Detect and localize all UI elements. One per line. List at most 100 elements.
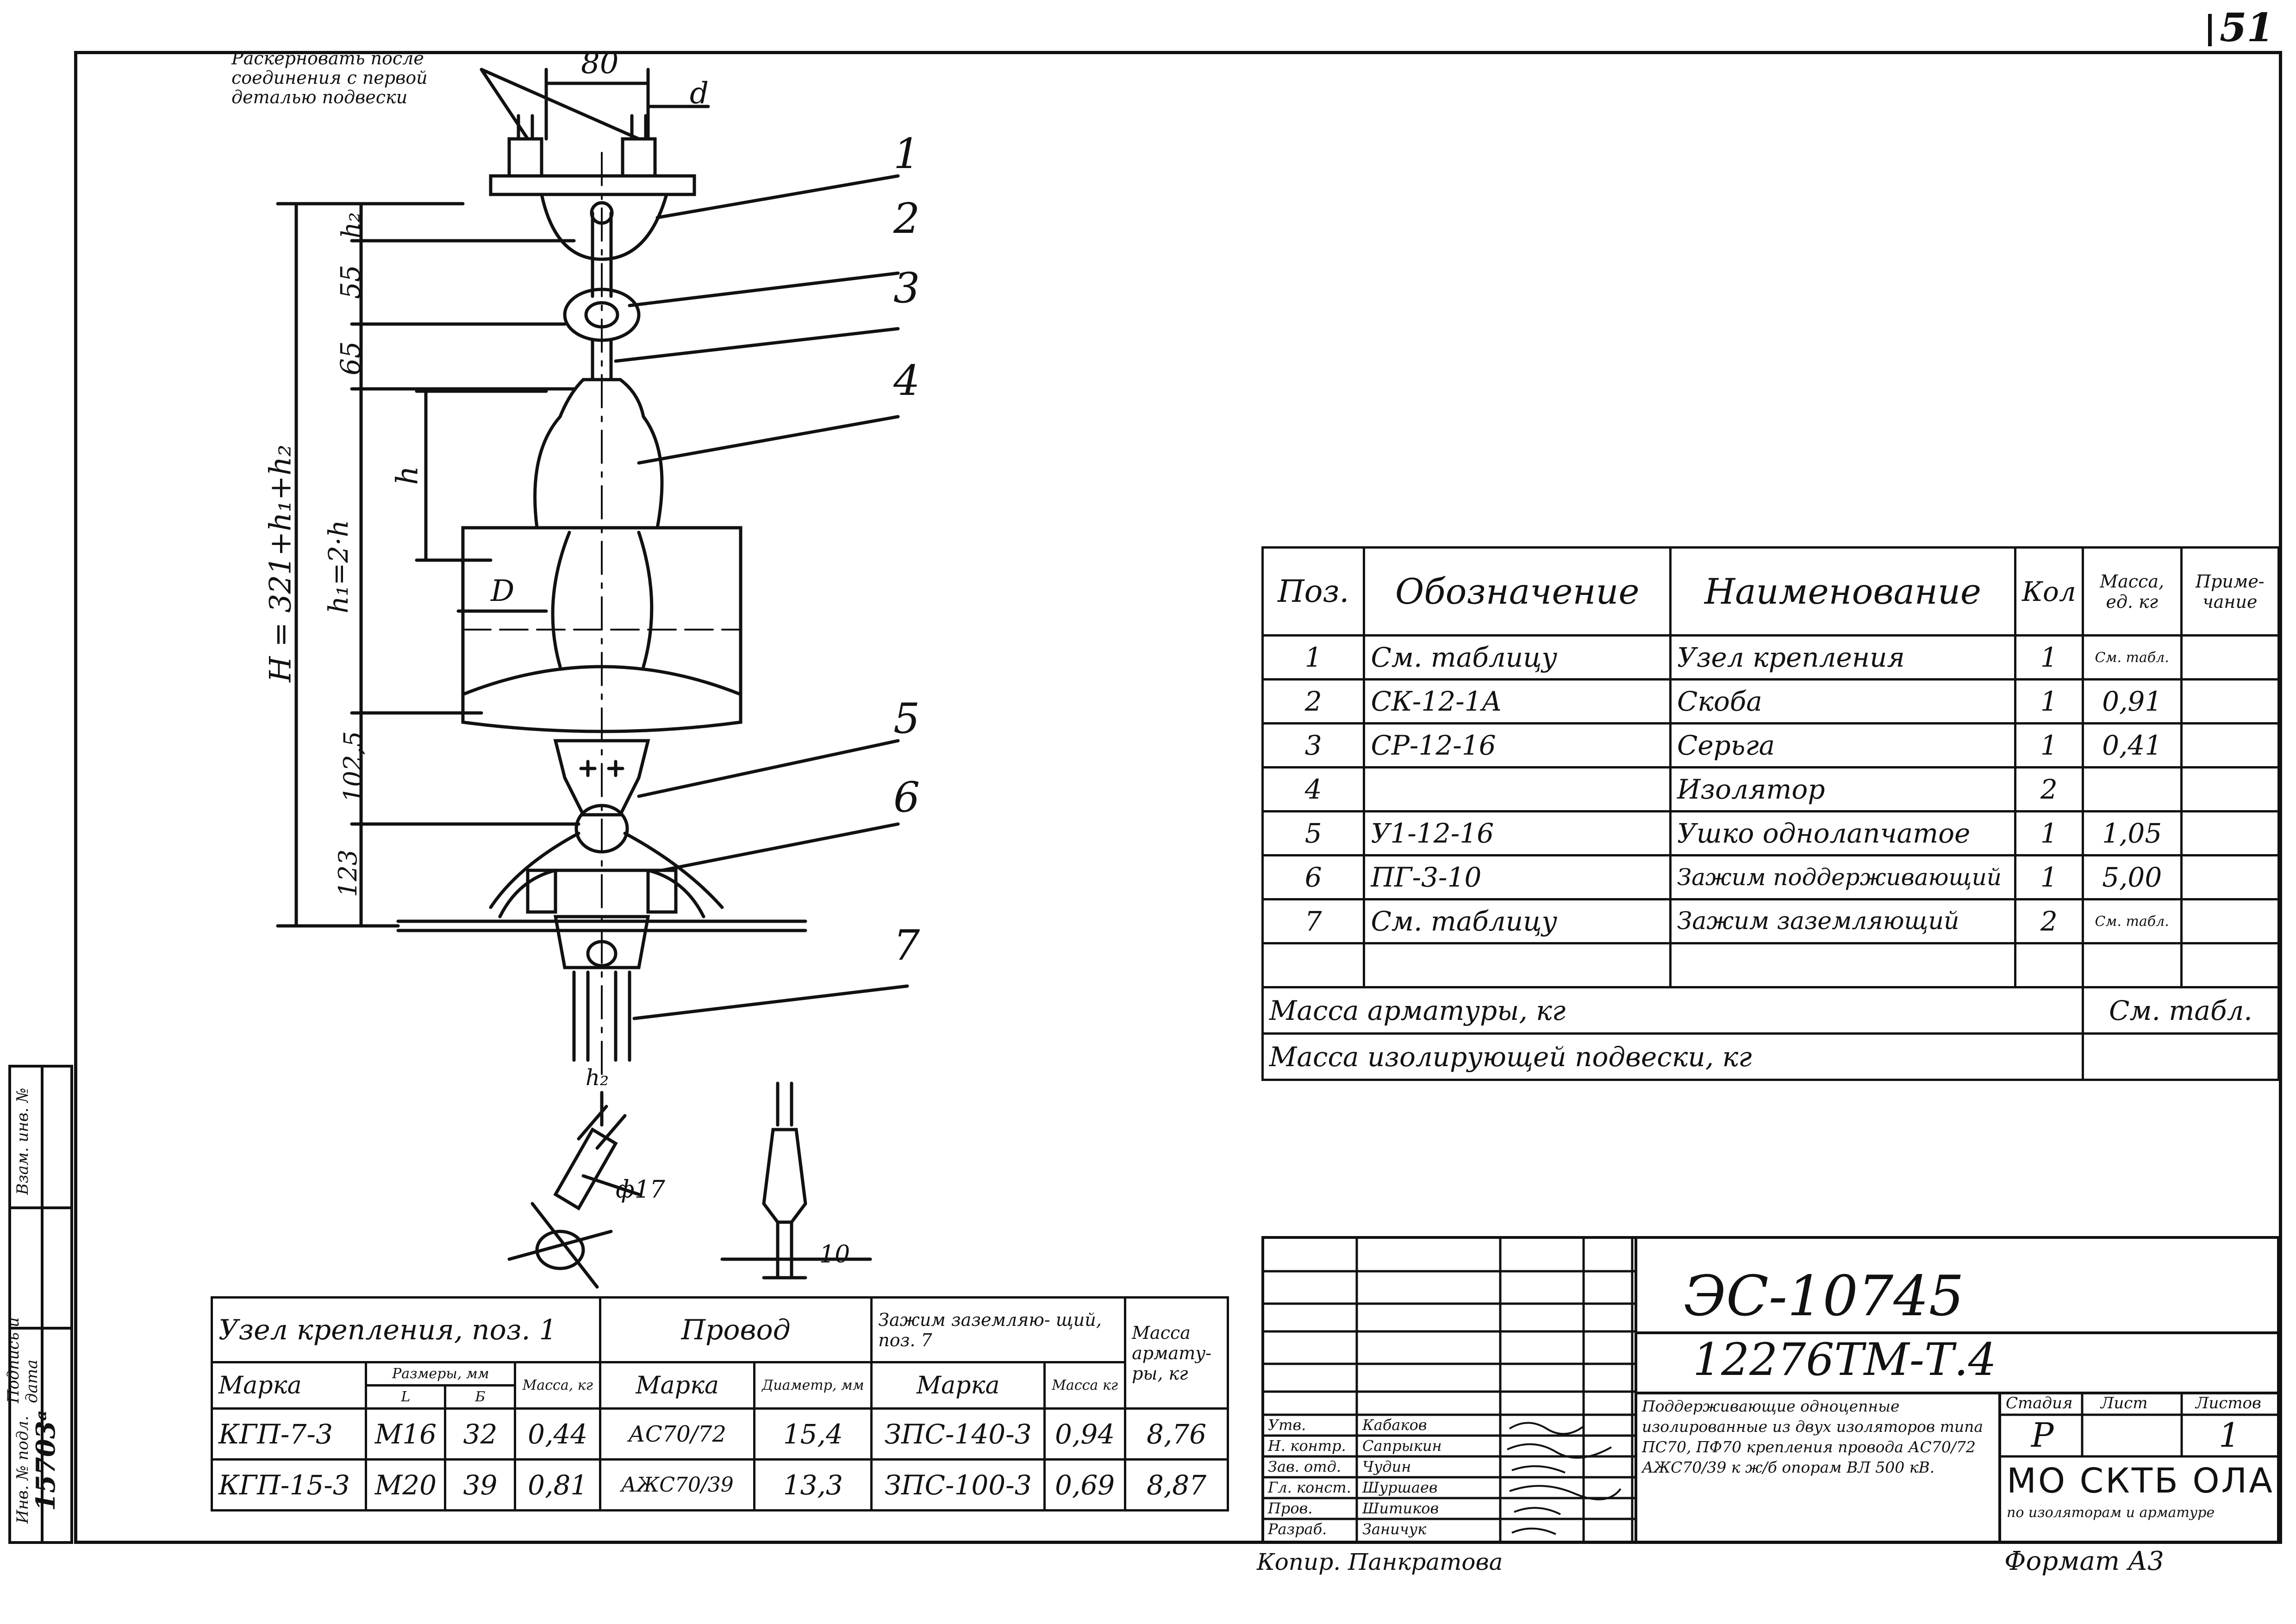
spec-cell	[2180, 854, 2280, 900]
dim-H: H = 321+h₁+h₂	[263, 444, 298, 682]
table-row: 3 СР-12-16 Серьга 1 0,41	[1261, 722, 2280, 768]
drawing-frame	[74, 51, 2282, 1544]
spec-cell: 5,00	[2081, 854, 2183, 900]
spec-cell	[2180, 942, 2280, 988]
sheets-header: Листов	[2196, 1394, 2261, 1412]
bracket-1	[540, 193, 668, 261]
role-label: Н. контр.	[1268, 1437, 1346, 1455]
spec-cell: У1-12-16	[1363, 810, 1672, 856]
sheet-number: 51	[2220, 5, 2274, 50]
dim-phi: ф17	[616, 1176, 665, 1204]
dim-123: 123	[333, 849, 363, 898]
spec-header: Приме- чание	[2180, 546, 2280, 637]
spec-cell: СК-12-1А	[1363, 678, 1672, 725]
spec-cell: СР-12-16	[1363, 722, 1672, 768]
detail-sketch-right	[776, 1081, 793, 1127]
role-label: Разраб.	[1268, 1520, 1327, 1538]
spec-cell	[2081, 766, 2183, 812]
spec-cell: Зажим заземляющий	[1669, 898, 2017, 944]
name-label: Заничук	[1362, 1520, 1427, 1538]
spec-cell: 1	[2014, 634, 2084, 681]
dim-h: h	[390, 466, 425, 485]
mass-fittings-value: См. табл.	[2081, 986, 2280, 1035]
strip-divider	[41, 1068, 44, 1541]
data-cell: 15,4	[753, 1407, 873, 1461]
sheets-value: 1	[2219, 1416, 2240, 1455]
spec-cell: См. табл.	[2081, 634, 2183, 681]
sub-header: Диаметр, мм	[753, 1361, 873, 1410]
name-label: Чудин	[1362, 1458, 1411, 1475]
spec-cell	[2180, 766, 2280, 812]
name-label: Кабаков	[1362, 1416, 1427, 1434]
mass-fittings-label: Масса арматуры, кг	[1261, 986, 2084, 1035]
role-label: Гл. конст.	[1268, 1479, 1351, 1496]
spec-header: Кол	[2014, 546, 2084, 637]
stage-header: Стадия	[2006, 1394, 2073, 1412]
data-cell: ЗПС-100-3	[870, 1458, 1046, 1512]
data-cell: 13,3	[753, 1458, 873, 1512]
spec-cell	[1261, 942, 1366, 988]
organization-sub: по изоляторам и арматуре	[2007, 1505, 2215, 1521]
dim-65: 65	[334, 341, 366, 375]
title-divider	[1637, 1392, 2277, 1394]
mass-insulating-value	[2081, 1032, 2280, 1081]
spec-cell: 1	[2014, 678, 2084, 725]
spec-cell	[1669, 942, 2017, 988]
table-row: 2 СК-12-1А Скоба 1 0,91	[1261, 678, 2280, 725]
name-label: Шуршаев	[1362, 1479, 1438, 1496]
spec-cell: 2	[2014, 766, 2084, 812]
spec-cell: 0,41	[2081, 722, 2183, 768]
data-cell: 0,69	[1043, 1458, 1127, 1512]
table-row: 1 См. таблицу Узел крепления 1 См. табл.	[1261, 634, 2280, 681]
spec-cell: 2	[2014, 898, 2084, 944]
paper-format: Формат А3	[2004, 1546, 2164, 1576]
sub-header: Масса кг	[1043, 1361, 1127, 1410]
insulator-shed	[461, 526, 742, 733]
spec-cell: Зажим поддерживающий	[1669, 854, 2017, 900]
dim-D: D	[491, 574, 515, 608]
spec-cell: 5	[1261, 810, 1366, 856]
sheet-header: Лист	[2101, 1394, 2148, 1412]
table-row	[1261, 942, 2280, 988]
callout-1: 1	[893, 130, 920, 178]
role-label: Зав. отд.	[1268, 1458, 1341, 1475]
mass-insulating-label: Масса изолирующей подвески, кг	[1261, 1032, 2084, 1081]
detail-sketch-left	[553, 1127, 618, 1211]
mass-insulating-row: Масса изолирующей подвески, кг	[1261, 1032, 2280, 1081]
spec-cell: 2	[1261, 678, 1366, 725]
spec-cell	[2180, 678, 2280, 725]
sub-header: Марка	[210, 1361, 368, 1410]
callout-4: 4	[893, 356, 920, 405]
spec-cell: Скоба	[1669, 678, 2017, 725]
table-row: 5 У1-12-16 Ушко однолапчатое 1 1,05	[1261, 810, 2280, 856]
data-cell: КГП-7-3	[210, 1407, 368, 1461]
drawing-description: Поддерживающие одноцепные изолированные …	[1642, 1397, 1984, 1476]
title-divider	[1637, 1331, 2277, 1334]
spec-header: Масса, ед. кг	[2081, 546, 2183, 637]
table-row: КГП-15-3 М20 39 0,81 АЖС70/39 13,3 ЗПС-1…	[210, 1458, 1229, 1512]
callout-5: 5	[893, 694, 920, 743]
table-header-row: Узел крепления, поз. 1 Провод Зажим зазе…	[210, 1296, 1229, 1410]
title-main: ЭС-10745 12276ТМ-Т.4 Поддерживающие одно…	[1635, 1239, 2279, 1542]
spec-cell: 1	[1261, 634, 1366, 681]
data-cell: М20	[365, 1458, 447, 1512]
dim-80: 80	[581, 46, 619, 81]
table-subheader-row: Марка Размеры, мм Масса, кг Марка Диамет…	[210, 1361, 1228, 1410]
table-row: КГП-7-3 М16 32 0,44 АС70/72 15,4 ЗПС-140…	[210, 1407, 1229, 1461]
data-cell: М16	[365, 1407, 447, 1461]
group-header: Масса армату- ры, кг	[1124, 1296, 1229, 1410]
spec-cell: 0,91	[2081, 678, 2183, 725]
data-cell: КГП-15-3	[210, 1458, 368, 1512]
spec-header: Обозначение	[1363, 546, 1672, 637]
spec-cell	[2014, 942, 2084, 988]
strip-divider	[11, 1206, 70, 1209]
data-cell: 39	[444, 1458, 517, 1512]
grounding-clamp-7	[572, 970, 631, 1062]
table-row: 7 См. таблицу Зажим заземляющий 2 См. та…	[1261, 898, 2280, 944]
copied-by: Копир. Панкратова	[1257, 1549, 1503, 1575]
insulator-cap	[533, 378, 664, 530]
specification-table: Поз. Обозначение Наименование Кол Масса,…	[1261, 546, 2280, 1081]
sub-header: Марка	[599, 1361, 756, 1410]
spec-cell: Серьга	[1669, 722, 2017, 768]
